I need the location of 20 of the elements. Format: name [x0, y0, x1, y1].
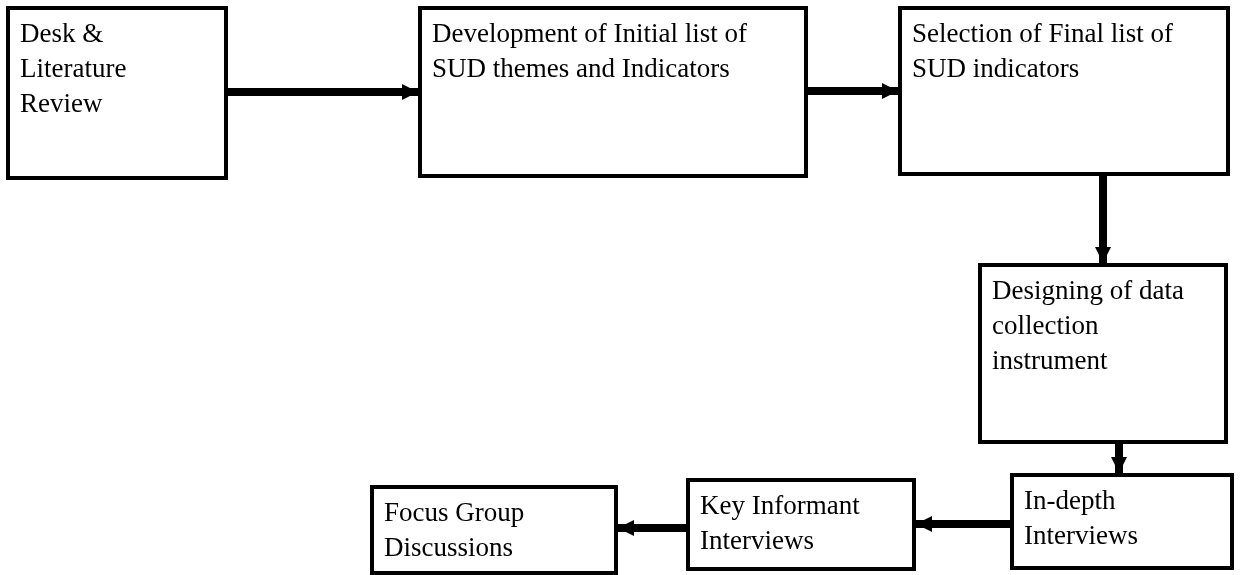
- arrow: [1095, 176, 1111, 263]
- box-label: Development of Initial list of SUD themes and Indicators: [432, 17, 748, 86]
- arrow: [1111, 444, 1127, 473]
- process-box: [978, 263, 1228, 444]
- box-label: Key Informant Interviews: [700, 489, 861, 558]
- arrow: [808, 83, 898, 99]
- box-label: In-depth Interviews: [1024, 484, 1139, 553]
- process-box: [1010, 473, 1234, 570]
- box-label: Selection of Final list of SUD indicators: [912, 17, 1174, 86]
- arrow: [228, 84, 418, 100]
- process-box: [6, 6, 228, 180]
- arrow: [618, 520, 686, 536]
- box-label: Desk & Literature Review: [20, 17, 128, 121]
- box-label: Designing of data collection instrument: [992, 274, 1185, 378]
- process-box: [898, 6, 1230, 176]
- box-label: Focus Group Discussions: [384, 496, 526, 565]
- arrow: [916, 516, 1010, 532]
- process-box: [370, 485, 618, 575]
- process-box: [686, 478, 916, 571]
- process-box: [418, 6, 808, 178]
